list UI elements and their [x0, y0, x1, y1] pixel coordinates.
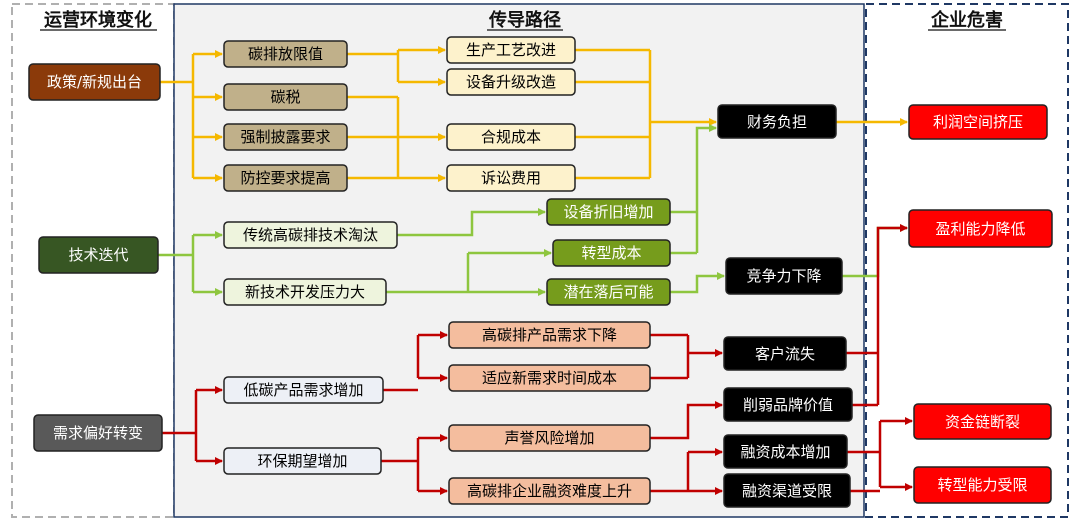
node-highcarbon-demand-drop: 高碳排产品需求下降 — [448, 321, 651, 349]
node-carbon-tax: 碳税 — [223, 83, 348, 111]
node-depreciation: 设备折旧增加 — [546, 198, 671, 226]
edge-demand-trunk — [162, 390, 198, 461]
node-carbon-tax-label: 碳税 — [270, 88, 300, 106]
node-forced-disclosure: 强制披露要求 — [223, 123, 348, 151]
edge-lag-to-competitiveness — [670, 272, 725, 294]
node-control-req: 防控要求提高 — [223, 164, 348, 192]
node-demand: 需求偏好转变 — [33, 414, 163, 452]
node-reputation-risk-label: 声誉风险增加 — [504, 429, 594, 447]
right-section-panel — [865, 3, 1069, 518]
node-equip-upgrade-label: 设备升级改造 — [466, 73, 556, 91]
node-compliance-cost-label: 合规成本 — [481, 128, 541, 146]
node-customer-loss: 客户流失 — [723, 336, 847, 371]
node-financing-cost-label: 融资成本增加 — [740, 443, 830, 461]
node-new-tech-pressure-label: 新技术开发压力大 — [245, 283, 365, 301]
node-litigation-cost: 诉讼费用 — [446, 164, 576, 192]
edge-eliminate-depreciation — [397, 208, 546, 237]
node-demand-label: 需求偏好转变 — [53, 424, 143, 442]
node-profitability-drop: 盈利能力降低 — [908, 209, 1053, 248]
node-profit-squeeze-label: 利润空间挤压 — [933, 113, 1023, 131]
node-lag-risk: 潜在落后可能 — [546, 278, 671, 306]
node-capital-chain-label: 资金链断裂 — [945, 413, 1020, 431]
edge-pressure-split — [386, 253, 470, 294]
node-carbon-limit-label: 碳排放限值 — [248, 45, 323, 63]
node-adapt-time-cost: 适应新需求时间成本 — [448, 364, 651, 392]
node-tech-label: 技术迭代 — [68, 246, 128, 264]
node-capital-chain: 资金链断裂 — [913, 403, 1052, 440]
node-policy-label: 政策/新规出台 — [47, 73, 142, 91]
node-equip-upgrade: 设备升级改造 — [446, 68, 576, 96]
node-depreciation-label: 设备折旧增加 — [563, 203, 653, 221]
node-litigation-cost-label: 诉讼费用 — [481, 169, 541, 187]
edge-demand-nodes-to-customer — [650, 333, 722, 380]
node-carbon-limit: 碳排放限值 — [223, 40, 348, 68]
node-transition-limited-label: 转型能力受限 — [937, 476, 1027, 494]
node-profitability-drop-label: 盈利能力降低 — [935, 220, 1025, 238]
node-financing-channel: 融资渠道受限 — [723, 473, 851, 508]
edge-tech-trunk — [158, 235, 195, 292]
edge-costs-merge — [575, 48, 652, 180]
node-competitiveness-drop-label: 竞争力下降 — [746, 267, 821, 285]
node-forced-disclosure-label: 强制披露要求 — [240, 128, 330, 146]
node-reputation-risk: 声誉风险增加 — [448, 424, 651, 452]
edge-financing-merge — [847, 421, 882, 493]
left-section-title: 运营环境变化 — [44, 9, 152, 31]
middle-section-title: 传导路径 — [488, 9, 561, 31]
edge-reputation-to-brand — [650, 401, 723, 440]
node-tech: 技术迭代 — [38, 236, 159, 274]
edge-policy-trunk — [160, 54, 195, 178]
edge-eco-split — [381, 438, 420, 491]
edge-limit-split — [347, 50, 400, 82]
node-competitiveness-drop: 竞争力下降 — [725, 257, 843, 295]
node-financial-burden-label: 财务负担 — [747, 113, 807, 131]
node-customer-loss-label: 客户流失 — [755, 345, 815, 363]
node-compliance-cost: 合规成本 — [446, 123, 576, 151]
node-new-tech-pressure: 新技术开发压力大 — [223, 278, 387, 306]
edge-lowcarbon-split — [383, 335, 420, 392]
node-lowcarbon-demand-label: 低碳产品需求增加 — [243, 381, 363, 399]
node-transition-cost: 转型成本 — [552, 239, 671, 267]
node-control-req-label: 防控要求提高 — [240, 169, 330, 187]
node-lowcarbon-demand: 低碳产品需求增加 — [223, 376, 384, 404]
node-financing-difficulty-label: 高碳排企业融资难度上升 — [467, 482, 632, 500]
node-process-improve: 生产工艺改进 — [446, 36, 576, 64]
node-highcarbon-demand-drop-label: 高碳排产品需求下降 — [482, 326, 617, 344]
node-adapt-time-cost-label: 适应新需求时间成本 — [482, 369, 617, 387]
node-transition-limited: 转型能力受限 — [913, 466, 1052, 504]
node-tech-eliminate: 传统高碳排技术淘汰 — [223, 221, 398, 249]
node-financing-channel-label: 融资渠道受限 — [742, 482, 832, 500]
node-process-improve-label: 生产工艺改进 — [466, 41, 556, 59]
edge-depr-trans-to-burden — [670, 128, 716, 255]
edge-financing-split — [650, 452, 690, 493]
node-eco-expectation: 环保期望增加 — [223, 447, 382, 475]
node-tech-eliminate-label: 传统高碳排技术淘汰 — [243, 226, 378, 244]
node-brand-weaken-label: 削弱品牌价值 — [743, 396, 833, 414]
node-financing-cost: 融资成本增加 — [723, 434, 848, 469]
node-financing-difficulty: 高碳排企业融资难度上升 — [448, 477, 651, 505]
node-financial-burden: 财务负担 — [717, 104, 837, 139]
node-policy: 政策/新规出台 — [28, 63, 161, 101]
node-transition-cost-label: 转型成本 — [581, 244, 641, 262]
node-eco-expectation-label: 环保期望增加 — [257, 452, 347, 470]
edge-customer-brand-to-profitability — [846, 228, 907, 407]
right-section-title: 企业危害 — [930, 9, 1003, 31]
node-brand-weaken: 削弱品牌价值 — [723, 387, 853, 422]
node-profit-squeeze: 利润空间挤压 — [908, 104, 1048, 140]
node-lag-risk-label: 潜在落后可能 — [563, 283, 653, 301]
